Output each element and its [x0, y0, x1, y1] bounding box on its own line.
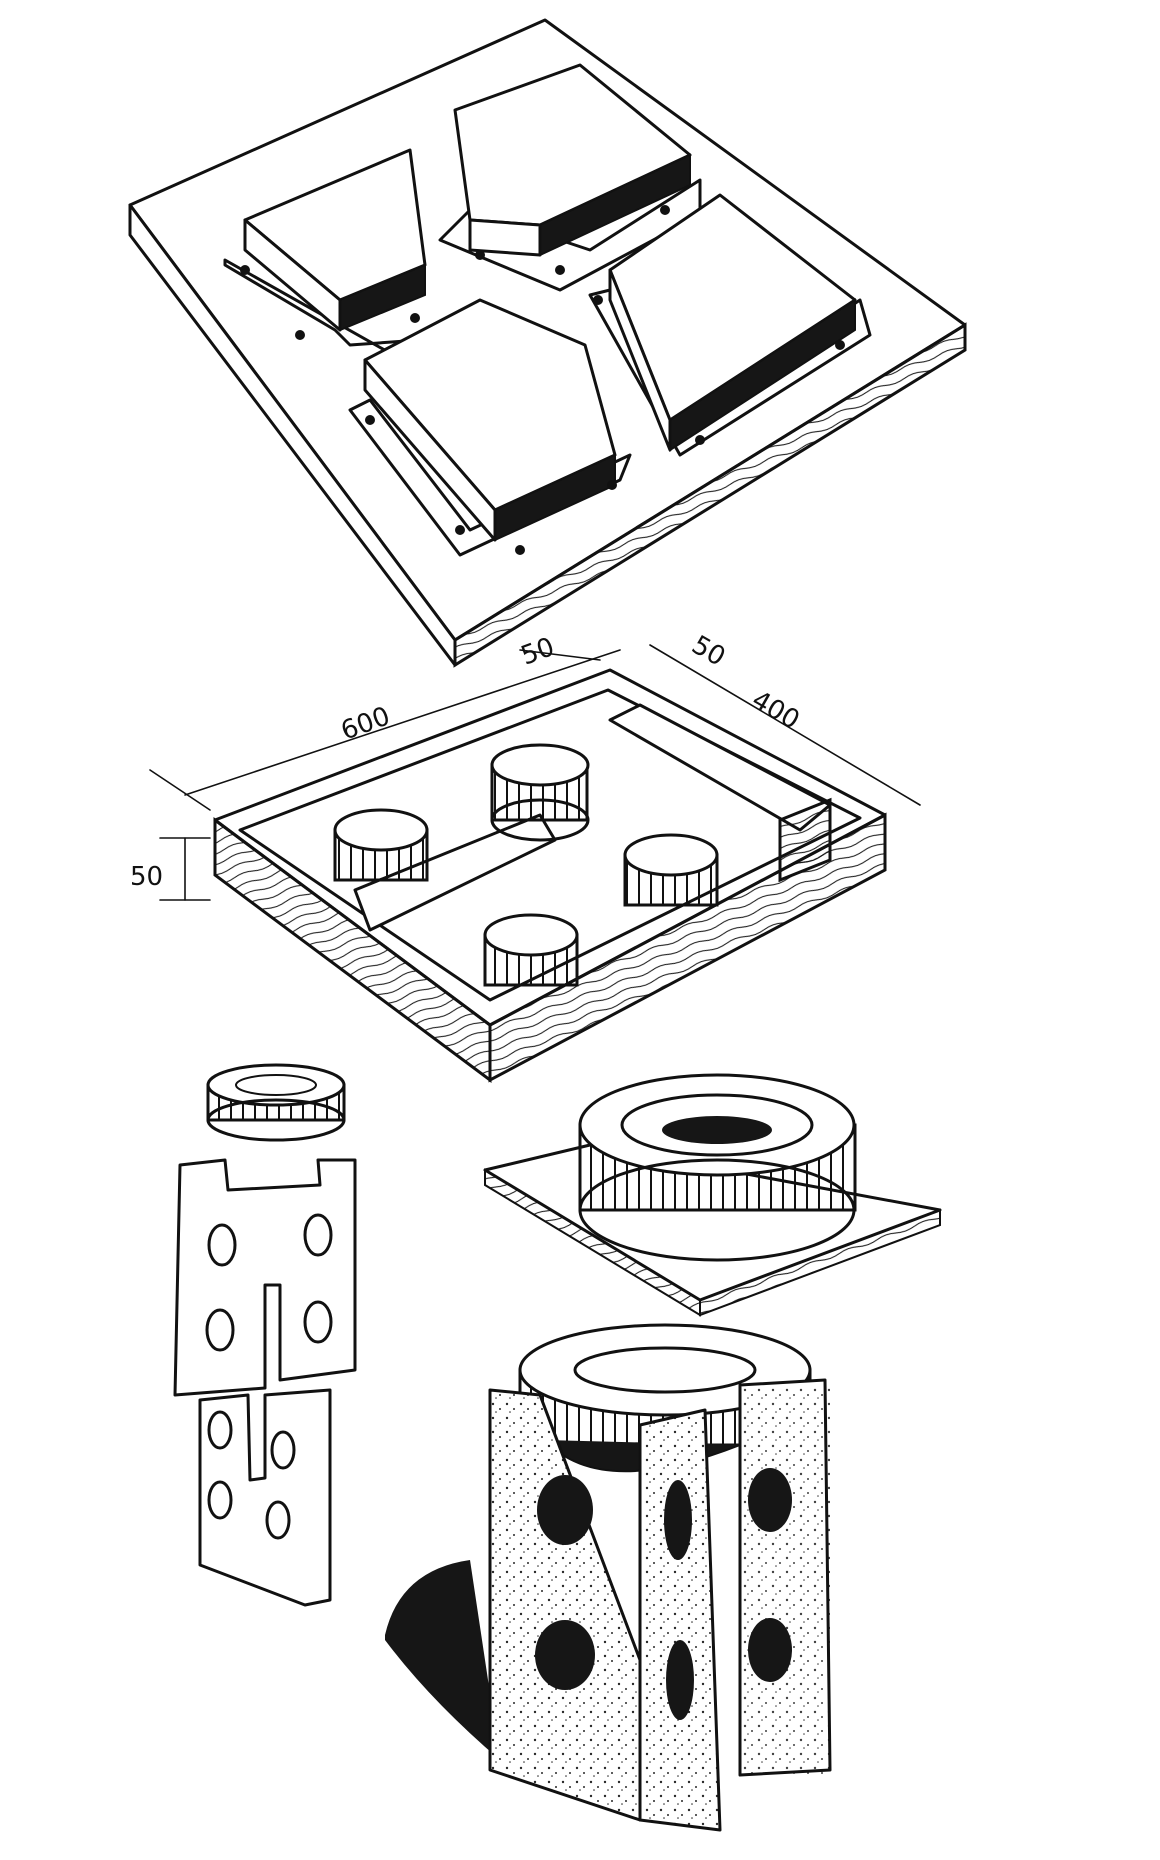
frame-side-right [488, 812, 887, 1083]
dimension-spacing-top: 50 [517, 632, 558, 672]
mold-board-assembly [128, 18, 967, 668]
mold-block-bottom [348, 298, 632, 557]
dimension-spacing-right: 50 [687, 630, 731, 673]
dimension-lines [149, 644, 921, 901]
base-board-edge-front [453, 322, 967, 668]
cylinder-3 [623, 833, 719, 907]
mold-block-left [223, 148, 427, 372]
assembled-mold [385, 1323, 832, 1832]
small-board-edge-front [699, 1208, 941, 1317]
slotted-plate-lower [198, 1388, 332, 1607]
dimension-length: 600 [337, 701, 394, 746]
slotted-plate-upper [173, 1158, 357, 1397]
cylinder-1 [490, 743, 590, 842]
small-ring [206, 1063, 346, 1142]
mold-block-top [438, 63, 702, 292]
large-ring-on-board [483, 1073, 942, 1317]
bar-right-end [778, 797, 832, 883]
dimension-height: 50 [130, 862, 163, 892]
cast-shadow [385, 1560, 500, 1760]
dimension-inner-length: 400 [747, 685, 805, 736]
cylinder-4 [483, 913, 579, 987]
cylinder-2 [333, 808, 429, 882]
mold-block-right [588, 193, 872, 457]
frame-mold-assembly: 600 50 50 400 50 [130, 630, 921, 1083]
